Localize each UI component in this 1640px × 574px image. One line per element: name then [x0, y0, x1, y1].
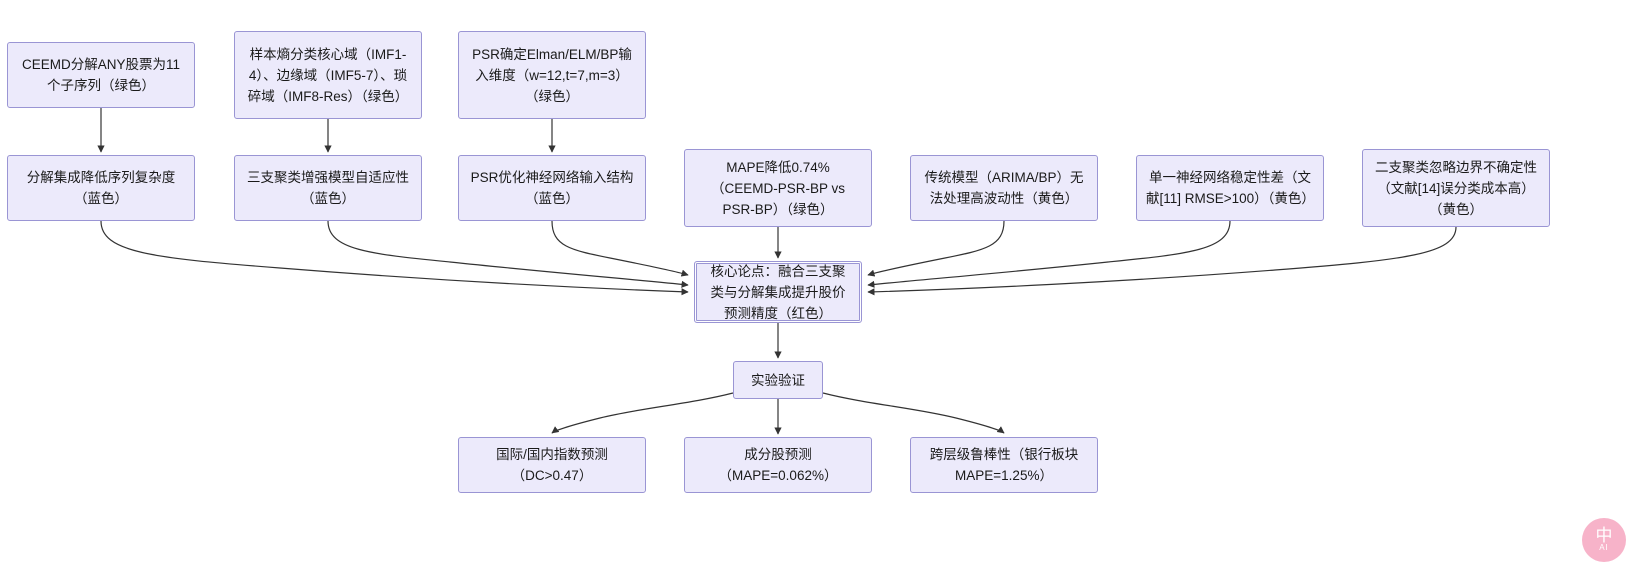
node-label: CEEMD分解ANY股票为11个子序列（绿色） [21, 57, 181, 93]
node-label: 国际/国内指数预测（DC>0.47） [496, 447, 608, 483]
node-sample-entropy-classify[interactable]: 样本熵分类核心域（IMF1-4）、边缘域（IMF5-7）、琐碎域（IMF8-Re… [234, 31, 422, 119]
node-label: 传统模型（ARIMA/BP）无法处理高波动性（黄色） [924, 170, 1084, 206]
edge-n10-core [867, 226, 1457, 296]
node-label: 样本熵分类核心域（IMF1-4）、边缘域（IMF5-7）、琐碎域（IMF8-Re… [247, 46, 409, 104]
edge-n9-core [867, 220, 1231, 288]
node-label: 三支聚类增强模型自适应性（蓝色） [247, 170, 409, 206]
node-label: PSR确定Elman/ELM/BP输入维度（w=12,t=7,m=3）（绿色） [472, 46, 632, 104]
node-ceemd-decompose[interactable]: CEEMD分解ANY股票为11个子序列（绿色） [7, 42, 195, 108]
node-experimental-verification[interactable]: 实验验证 [733, 361, 823, 399]
node-constituent-stock-forecast[interactable]: 成分股预测（MAPE=0.062%） [684, 437, 872, 493]
edge-n6-core [551, 220, 689, 277]
node-label: 跨层级鲁棒性（银行板块MAPE=1.25%） [929, 447, 1079, 483]
node-psr-input-dimension[interactable]: PSR确定Elman/ELM/BP输入维度（w=12,t=7,m=3）（绿色） [458, 31, 646, 119]
node-label: PSR优化神经网络输入结构（蓝色） [470, 170, 634, 206]
node-index-forecast[interactable]: 国际/国内指数预测（DC>0.47） [458, 437, 646, 493]
node-two-way-clustering-boundary[interactable]: 二支聚类忽略边界不确定性（文献[14]误分类成本高）（黄色） [1362, 149, 1550, 227]
node-three-way-clustering-adaptivity[interactable]: 三支聚类增强模型自适应性（蓝色） [234, 155, 422, 221]
node-label: 二支聚类忽略边界不确定性（文献[14]误分类成本高）（黄色） [1375, 159, 1537, 217]
edge-n4-core [100, 220, 689, 296]
node-label: MAPE降低0.74%（CEEMD-PSR-BP vs PSR-BP）（绿色） [710, 159, 846, 217]
node-psr-optimizes-network-input[interactable]: PSR优化神经网络输入结构（蓝色） [458, 155, 646, 221]
node-label: 核心论点：融合三支聚类与分解集成提升股价预测精度（红色） [710, 263, 846, 321]
node-single-network-instability[interactable]: 单一神经网络稳定性差（文献[11] RMSE>100）（黄色） [1136, 155, 1324, 221]
watermark-sub-text: AI [1599, 543, 1609, 552]
node-traditional-model-limitation[interactable]: 传统模型（ARIMA/BP）无法处理高波动性（黄色） [910, 155, 1098, 221]
edge-n8-core [867, 220, 1005, 277]
watermark-badge: 中 AI [1582, 518, 1626, 562]
watermark-main-text: 中 [1595, 526, 1613, 545]
node-decomposition-reduces-complexity[interactable]: 分解集成降低序列复杂度（蓝色） [7, 155, 195, 221]
node-label: 实验验证 [751, 372, 805, 388]
edge-n11-n12 [551, 392, 734, 434]
node-label: 分解集成降低序列复杂度（蓝色） [26, 170, 176, 206]
node-cross-level-robustness[interactable]: 跨层级鲁棒性（银行板块MAPE=1.25%） [910, 437, 1098, 493]
edge-n11-n14 [822, 392, 1005, 434]
node-label: 成分股预测（MAPE=0.062%） [718, 447, 838, 483]
node-core-thesis[interactable]: 核心论点：融合三支聚类与分解集成提升股价预测精度（红色） [694, 261, 862, 323]
node-mape-reduction[interactable]: MAPE降低0.74%（CEEMD-PSR-BP vs PSR-BP）（绿色） [684, 149, 872, 227]
node-label: 单一神经网络稳定性差（文献[11] RMSE>100）（黄色） [1146, 170, 1315, 206]
edge-n5-core [327, 220, 689, 288]
